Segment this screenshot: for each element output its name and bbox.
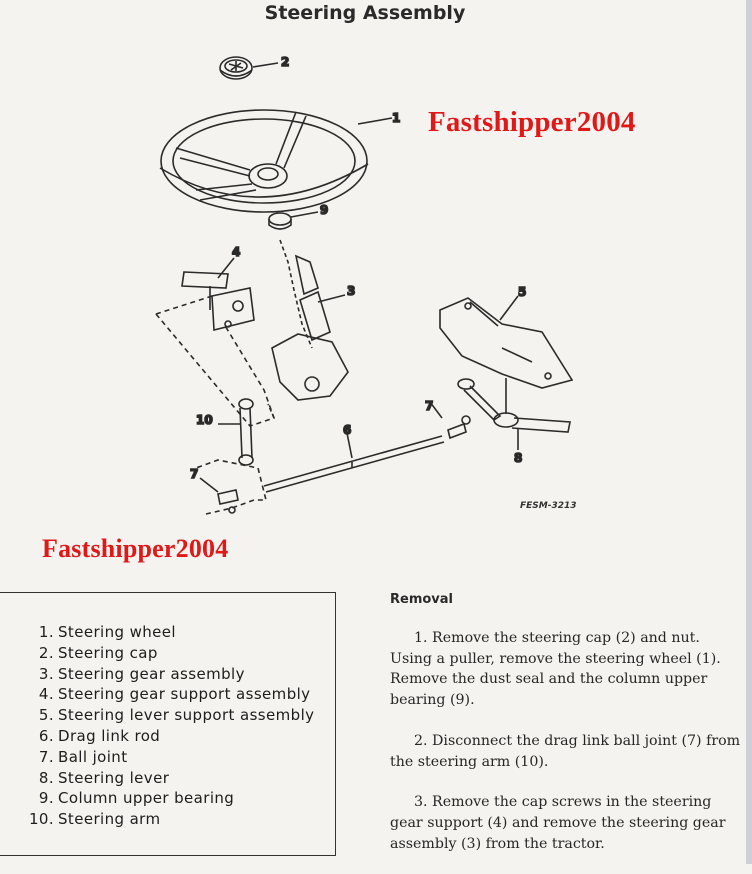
steering-assembly-diagram: 1 2 3 4 5 6 7 7 8 9 10 — [155, 54, 574, 515]
legend-item-label: Steering arm — [58, 810, 161, 829]
legend-item-label: Steering wheel — [58, 623, 176, 641]
callout-7-right: 7 — [425, 399, 433, 413]
callout-3: 3 — [347, 284, 355, 298]
steering-cap-drawing — [219, 56, 279, 80]
legend-item-number: 8. — [38, 768, 54, 787]
ball-joint-drawing — [195, 401, 471, 515]
column-upper-bearing-drawing — [268, 211, 319, 230]
legend-item-number: 3. — [38, 664, 54, 683]
removal-heading: Removal — [390, 592, 454, 607]
legend-item-number: 10. — [28, 810, 54, 829]
legend-item-number: 5. — [38, 706, 54, 725]
figure-code: FESM-3213 — [520, 501, 577, 511]
legend-item: 2.Steering cap — [18, 643, 314, 664]
legend-item-number: 9. — [38, 789, 54, 808]
removal-step: 2. Disconnect the drag link ball joint (… — [390, 732, 741, 770]
legend-item-label: Steering lever — [58, 768, 170, 787]
legend-item: 9.Column upper bearing — [18, 788, 314, 809]
steering-lever-support-drawing — [439, 295, 574, 389]
legend-item-number: 2. — [38, 643, 54, 662]
page-title: Steering Assembly — [264, 2, 466, 24]
callout-4: 4 — [232, 245, 240, 259]
legend-item-label: Drag link rod — [58, 726, 161, 745]
legend-item-number: 7. — [38, 747, 54, 766]
callout-5: 5 — [518, 285, 526, 299]
legend-item: 7.Ball joint — [18, 747, 314, 768]
callout-10: 10 — [196, 413, 213, 427]
callout-2: 2 — [281, 55, 289, 69]
steering-lever-drawing — [457, 378, 571, 450]
watermark-top: Fastshipper2004 — [428, 106, 636, 138]
callout-8: 8 — [514, 451, 522, 465]
removal-step: 3. Remove the cap screws in the steering… — [390, 794, 726, 852]
legend-item-label: Column upper bearing — [58, 789, 235, 808]
drag-link-rod-drawing — [263, 427, 445, 493]
callout-7-left: 7 — [190, 467, 198, 481]
page-edge — [746, 0, 752, 864]
steering-wheel-drawing — [159, 109, 393, 213]
legend-item: 10.Steering arm — [18, 809, 314, 830]
steering-arm-drawing — [218, 398, 275, 466]
legend-item-label: Steering cap — [58, 643, 158, 662]
legend-item-label: Steering gear assembly — [58, 664, 245, 683]
removal-step: 1. Remove the steering cap (2) and nut. … — [390, 630, 721, 709]
steering-gear-support-drawing — [155, 257, 276, 427]
steering-gear-drawing — [271, 239, 349, 401]
callout-1: 1 — [392, 111, 400, 125]
legend-item-number: 4. — [38, 685, 54, 704]
legend-item-label: Ball joint — [58, 747, 128, 766]
legend-item-label: Steering gear support assembly — [58, 685, 311, 704]
legend-item: 6.Drag link rod — [18, 726, 314, 747]
legend-item-number: 6. — [38, 726, 54, 745]
legend-item-label: Steering lever support assembly — [58, 706, 315, 725]
watermark-bottom: Fastshipper2004 — [42, 534, 229, 563]
legend-item-number: 1. — [38, 623, 54, 641]
callout-9: 9 — [320, 203, 328, 217]
legend-item: 4.Steering gear support assembly — [18, 684, 314, 705]
removal-instructions: 1. Remove the steering cap (2) and nut. … — [390, 628, 742, 874]
legend-item: 8.Steering lever — [18, 768, 314, 789]
callout-6: 6 — [343, 423, 351, 437]
legend-item: 1.Steering wheel — [18, 622, 314, 643]
legend-item: 5.Steering lever support assembly — [18, 705, 314, 726]
legend-item: 3.Steering gear assembly — [18, 664, 314, 685]
